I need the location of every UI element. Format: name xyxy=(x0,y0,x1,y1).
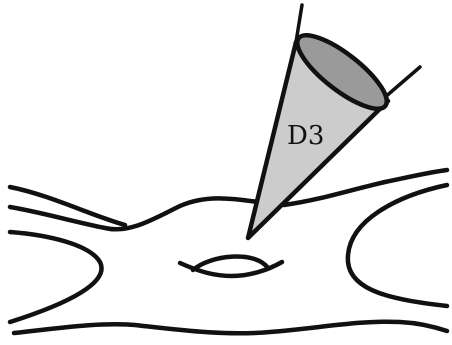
probe-label: D3 xyxy=(287,121,324,151)
nucleus xyxy=(180,256,282,276)
nucleus-lower-arc xyxy=(193,256,268,270)
membrane-right-flank xyxy=(348,185,447,306)
membrane-upper-left-inner xyxy=(10,198,258,229)
cell-membrane xyxy=(10,170,447,333)
probe-axis-bottom xyxy=(384,67,420,98)
membrane-left-flank xyxy=(10,232,102,322)
membrane-bottom xyxy=(14,322,447,334)
